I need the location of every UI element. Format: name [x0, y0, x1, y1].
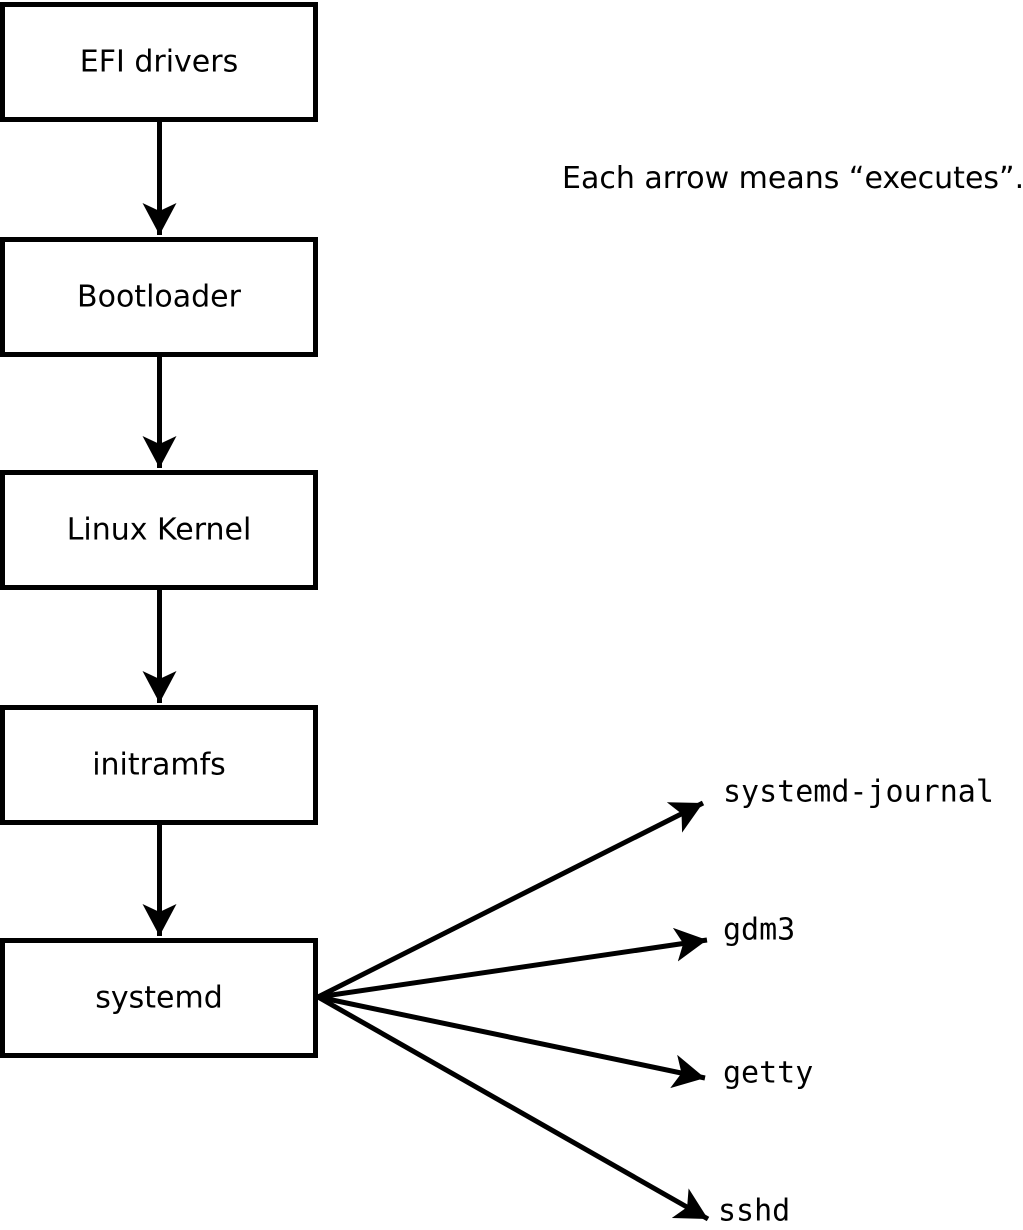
process-label-gdm3: gdm3: [723, 913, 795, 948]
fan-arrow-systemd-to-gdm3: [317, 927, 708, 1000]
box-outline: [0, 2, 318, 122]
fan-arrow-systemd-to-systemd-journal: [316, 800, 705, 1000]
box-label: EFI drivers: [80, 45, 238, 80]
box-outline: [0, 470, 318, 590]
fan-arrow-systemd-to-sshd: [316, 994, 710, 1222]
box-label: systemd: [95, 981, 223, 1016]
diagram-caption: Each arrow means “executes”.: [562, 161, 1023, 196]
flow-box-efi-drivers: EFI drivers: [0, 2, 318, 122]
process-label-systemd-journal: systemd-journal: [723, 775, 994, 810]
flow-box-linux-kernel: Linux Kernel: [0, 470, 318, 590]
box-label: Linux Kernel: [67, 513, 252, 548]
box-outline: [0, 705, 318, 825]
flow-box-initramfs: initramfs: [0, 705, 318, 825]
box-label: initramfs: [92, 748, 226, 783]
flow-box-bootloader: Bootloader: [0, 237, 318, 357]
fan-arrow-systemd-to-getty: [317, 994, 706, 1089]
process-label-getty: getty: [723, 1056, 813, 1091]
flow-box-systemd: systemd: [0, 938, 318, 1058]
box-outline: [0, 938, 318, 1058]
process-label-sshd: sshd: [718, 1194, 790, 1229]
box-outline: [0, 237, 318, 357]
box-label: Bootloader: [77, 280, 242, 315]
